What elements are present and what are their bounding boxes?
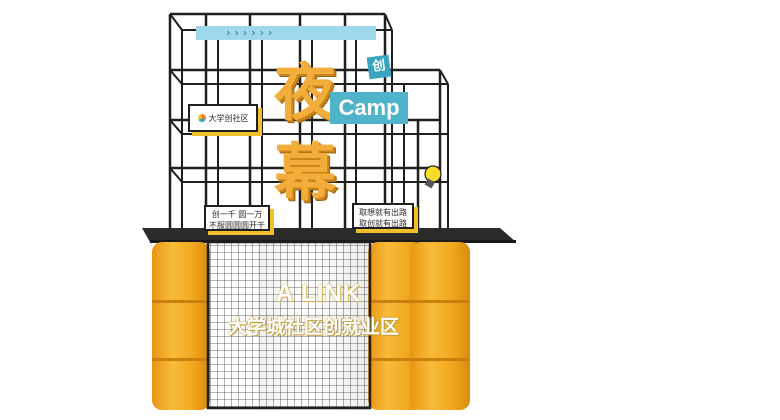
title-character-2: 幕 xyxy=(274,136,337,209)
slogan-sign-left: 创一千 圆一万 不服圆圆圆开干 xyxy=(204,205,270,231)
community-sign: 大学创社区 xyxy=(188,104,258,132)
zone-name-text: 大学城社区创就业区 xyxy=(228,316,400,338)
camp-label: Camp xyxy=(330,92,408,124)
community-logo-icon xyxy=(197,114,206,122)
community-sign-text: 大学创社区 xyxy=(208,113,249,123)
light-bulb-decoration xyxy=(424,165,442,189)
slogan-left-line-2: 不服圆圆圆开干 xyxy=(209,221,265,230)
slogan-right-line-1: 取想就有出路 xyxy=(359,208,407,217)
wire-mesh-panel xyxy=(208,242,370,408)
slogan-left-line-1: 创一千 圆一万 xyxy=(211,210,263,219)
chuang-tag: 创 xyxy=(366,54,392,80)
top-banner: › › › › › › xyxy=(196,26,376,40)
counter-top xyxy=(142,228,516,242)
slogan-sign-right: 取想就有出路 取创就有出路 xyxy=(352,203,414,229)
brand-text: A LINK xyxy=(276,280,362,307)
slogan-right-line-2: 取创就有出路 xyxy=(359,219,407,228)
title-character-1: 夜 xyxy=(274,56,337,129)
oil-barrels xyxy=(152,242,470,410)
